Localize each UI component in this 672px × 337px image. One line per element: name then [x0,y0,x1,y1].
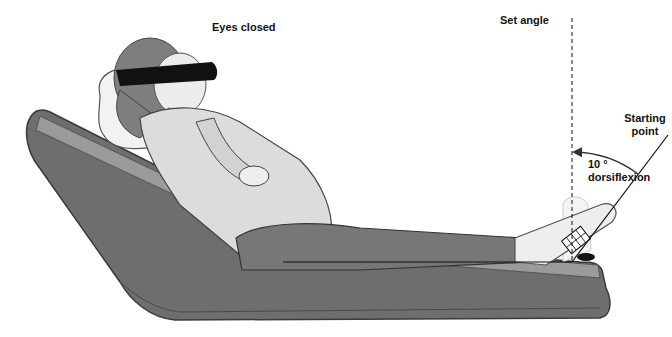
strap [577,253,595,261]
reference-line [283,261,572,262]
blindfold [116,62,217,86]
callout-label: Set angle [500,14,570,27]
starting-line [572,135,668,262]
couch-base [120,282,600,312]
foot [515,204,616,265]
inclinometer [562,226,591,253]
set-angle-line [572,18,573,262]
hands [239,166,269,186]
face [154,53,206,115]
callout-label: 10 ° dorsiflexion [588,158,660,184]
trousers [236,224,530,270]
callout-label: Eyes closed [212,21,302,34]
callout-label: Starting point [619,112,671,138]
